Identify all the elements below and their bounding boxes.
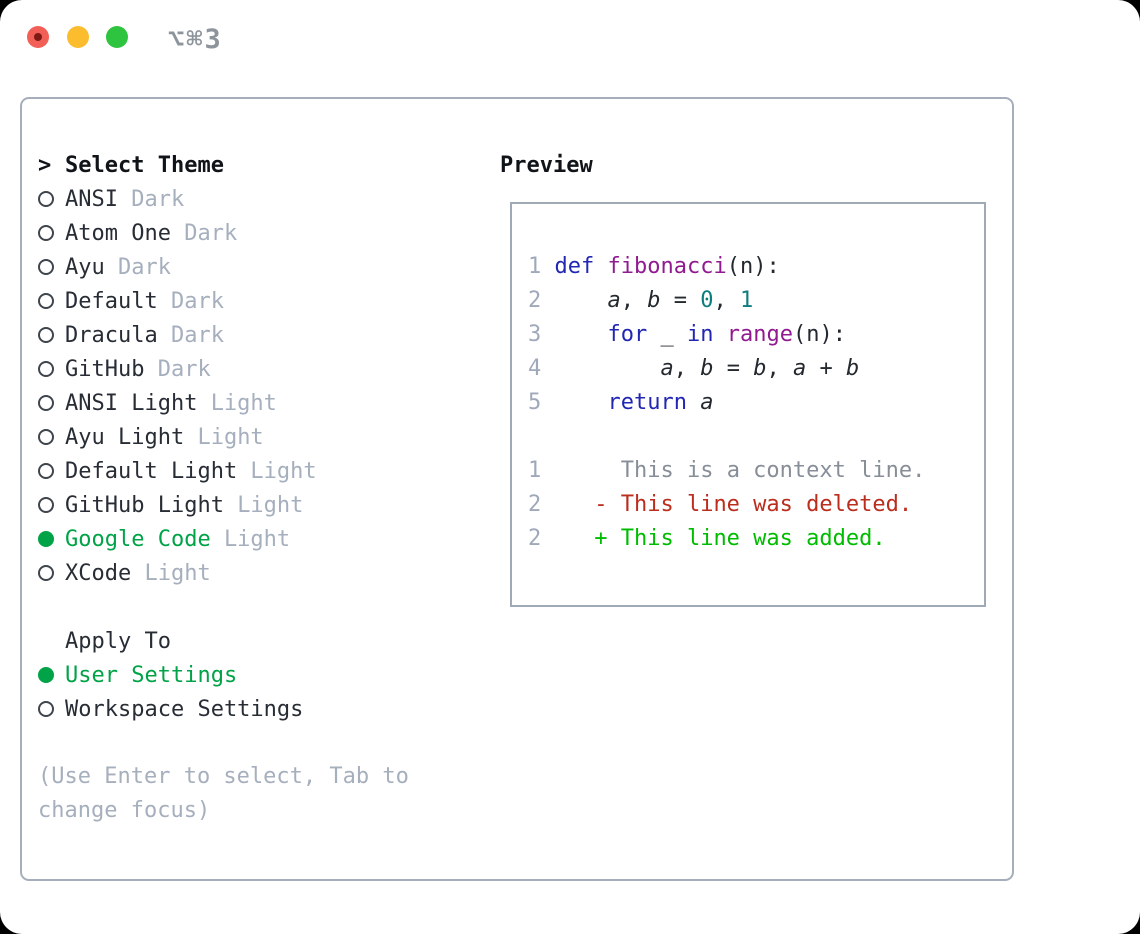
theme-variant: Dark: [170, 322, 224, 348]
code-line: 4 a, b = b, a + b: [528, 356, 860, 381]
theme-name: GitHub: [65, 356, 145, 382]
theme-name: Ayu Light: [65, 424, 185, 450]
theme-name: Default: [65, 288, 158, 314]
select-theme-header: > Select Theme: [38, 148, 409, 182]
theme-item[interactable]: GitHub Light Light: [38, 488, 409, 522]
code-line: 1 def fibonacci(n):: [528, 254, 780, 279]
diff-context-line: 1 This is a context line.: [528, 458, 926, 483]
theme-item[interactable]: XCode Light: [38, 556, 409, 590]
theme-variant: Dark: [170, 288, 224, 314]
theme-item[interactable]: Dracula Dark: [38, 318, 409, 352]
theme-item[interactable]: Ayu Light Light: [38, 420, 409, 454]
theme-variant: Dark: [184, 220, 238, 246]
theme-name: Atom One: [65, 220, 171, 246]
code-preview: 1 def fibonacci(n): 2 a, b = 0, 1 3 for …: [528, 250, 925, 556]
select-theme-label: Select Theme: [65, 152, 224, 178]
theme-picker-panel: > Select Theme ANSI Dark Atom One Dark A…: [20, 97, 1014, 881]
theme-variant: Dark: [157, 356, 211, 382]
preview-header: Preview: [500, 152, 593, 178]
radio-icon: [38, 463, 54, 479]
theme-preview-box: 1 def fibonacci(n): 2 a, b = 0, 1 3 for …: [510, 202, 986, 607]
theme-item[interactable]: GitHub Dark: [38, 352, 409, 386]
radio-icon: [38, 225, 54, 241]
close-button[interactable]: [27, 26, 49, 48]
radio-icon: [38, 293, 54, 309]
apply-to-option[interactable]: User Settings: [38, 658, 409, 692]
theme-name: Google Code: [65, 526, 211, 552]
radio-icon: [38, 531, 54, 547]
window-title: ⌥⌘3: [168, 24, 223, 55]
theme-list: > Select Theme ANSI Dark Atom One Dark A…: [38, 148, 409, 828]
code-line: 5 return a: [528, 390, 714, 415]
zoom-button[interactable]: [106, 26, 128, 48]
theme-name: Default Light: [65, 458, 238, 484]
theme-variant: Light: [197, 424, 264, 450]
apply-to-option[interactable]: Workspace Settings: [38, 692, 409, 726]
theme-variant: Light: [250, 458, 317, 484]
apply-to-header: Apply To: [38, 624, 409, 658]
theme-variant: Dark: [131, 186, 185, 212]
theme-item[interactable]: Ayu Dark: [38, 250, 409, 284]
radio-icon: [38, 701, 54, 717]
radio-icon: [38, 361, 54, 377]
theme-item[interactable]: Default Light Light: [38, 454, 409, 488]
radio-icon: [38, 191, 54, 207]
apply-to-label: Apply To: [65, 628, 171, 654]
apply-to-option-label: Workspace Settings: [65, 696, 304, 722]
theme-item[interactable]: Atom One Dark: [38, 216, 409, 250]
theme-name: ANSI Light: [65, 390, 198, 416]
code-line: 2 a, b = 0, 1: [528, 288, 754, 313]
radio-icon: [38, 429, 54, 445]
theme-name: Ayu: [65, 254, 105, 280]
theme-item[interactable]: Google Code Light: [38, 522, 409, 556]
theme-item[interactable]: ANSI Light Light: [38, 386, 409, 420]
theme-name: ANSI: [65, 186, 118, 212]
theme-name: XCode: [65, 560, 132, 586]
radio-icon: [38, 259, 54, 275]
radio-icon: [38, 395, 54, 411]
theme-item[interactable]: Default Dark: [38, 284, 409, 318]
theme-variant: Light: [210, 390, 277, 416]
radio-icon: [38, 565, 54, 581]
theme-variant: Light: [223, 526, 291, 552]
diff-added-line: 2 + This line was added.: [528, 526, 886, 551]
theme-name: Dracula: [65, 322, 158, 348]
apply-to-option-label: User Settings: [65, 662, 238, 688]
theme-item[interactable]: ANSI Dark: [38, 182, 409, 216]
diff-deleted-line: 2 - This line was deleted.: [528, 492, 913, 517]
theme-name: GitHub Light: [65, 492, 224, 518]
radio-icon: [38, 327, 54, 343]
radio-icon: [38, 667, 54, 683]
theme-variant: Light: [144, 560, 211, 586]
prompt-arrow-icon: >: [38, 152, 52, 178]
keyboard-hint-line1: (Use Enter to select, Tab to: [38, 764, 409, 789]
code-line-blank: [528, 420, 925, 454]
theme-variant: Light: [237, 492, 304, 518]
theme-variant: Dark: [117, 254, 171, 280]
radio-icon: [38, 497, 54, 513]
code-line: 3 for _ in range(n):: [528, 322, 846, 347]
minimize-button[interactable]: [67, 26, 89, 48]
keyboard-hint-line2: change focus): [38, 798, 211, 823]
